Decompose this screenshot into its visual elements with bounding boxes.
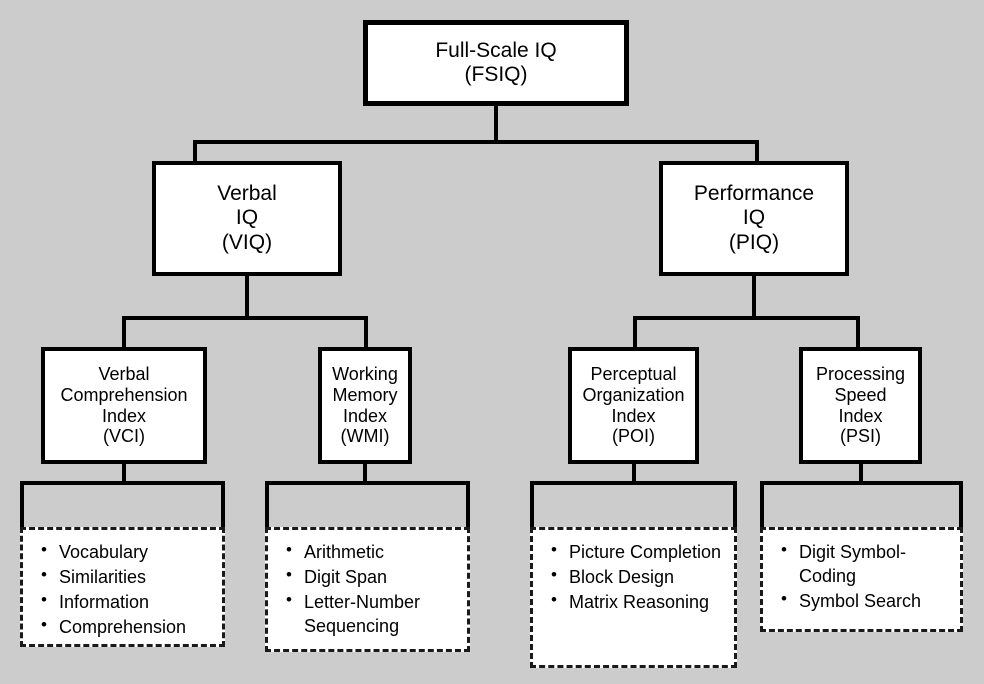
node-performance-iq-line2: IQ xyxy=(742,206,766,230)
subtest-list-psi: Digit Symbol-Coding Symbol Search xyxy=(760,527,963,632)
connector-poi-stem xyxy=(632,464,636,485)
node-vci-line4: (VCI) xyxy=(103,426,145,447)
connector-drop-vci xyxy=(122,316,126,349)
node-verbal-iq: Verbal IQ (VIQ) xyxy=(152,161,342,276)
node-verbal-iq-line2: IQ xyxy=(235,206,259,230)
subtest-list-vci-items: Vocabulary Similarities Information Comp… xyxy=(33,539,214,639)
connector-viq-bus xyxy=(122,316,368,320)
list-item: Information xyxy=(41,589,214,614)
node-vci-line3: Index xyxy=(101,405,147,426)
connector-drop-wmi xyxy=(364,316,368,349)
list-item: Arithmetic xyxy=(286,539,459,564)
node-psi-line1: Processing xyxy=(815,363,906,384)
node-processing-speed-index: Processing Speed Index (PSI) xyxy=(799,347,922,464)
node-performance-iq-line1: Performance xyxy=(693,181,815,205)
list-item: Letter-Number Sequencing xyxy=(286,589,459,638)
subtest-list-poi: Picture Completion Block Design Matrix R… xyxy=(530,527,737,668)
node-psi-line2: Speed xyxy=(834,384,887,405)
node-full-scale-iq: Full-Scale IQ (FSIQ) xyxy=(363,20,629,106)
node-poi-line2: Organization xyxy=(582,384,685,405)
node-psi-line3: Index xyxy=(838,405,883,426)
connector-piq-stem xyxy=(752,276,756,320)
node-vci-line2: Comprehension xyxy=(60,384,188,405)
list-item: Similarities xyxy=(41,564,214,589)
subtest-list-vci: Vocabulary Similarities Information Comp… xyxy=(20,527,225,647)
connector-wmi-stem xyxy=(363,464,367,485)
node-poi-line4: (POI) xyxy=(612,426,655,447)
node-performance-iq-line3: (PIQ) xyxy=(728,230,780,254)
node-poi-line3: Index xyxy=(611,405,656,426)
connector-psi-stem xyxy=(859,464,863,485)
connector-drop-poi xyxy=(633,316,637,349)
list-item: Symbol Search xyxy=(781,588,952,613)
connector-level2-bus xyxy=(193,140,759,144)
connector-vci-stem xyxy=(122,464,126,485)
node-working-memory-index: Working Memory Index (WMI) xyxy=(318,347,412,464)
subtest-list-psi-items: Digit Symbol-Coding Symbol Search xyxy=(773,539,952,613)
list-item: Block Design xyxy=(551,564,726,589)
subtest-list-poi-items: Picture Completion Block Design Matrix R… xyxy=(543,539,726,614)
bracket-poi xyxy=(530,481,737,527)
bracket-psi xyxy=(760,481,963,527)
list-item: Digit Symbol-Coding xyxy=(781,539,952,588)
node-wmi-line2: Memory xyxy=(332,384,398,405)
bracket-wmi xyxy=(265,481,470,527)
subtest-list-wmi-items: Arithmetic Digit Span Letter-Number Sequ… xyxy=(278,539,459,638)
subtest-list-wmi: Arithmetic Digit Span Letter-Number Sequ… xyxy=(265,527,470,652)
list-item: Comprehension xyxy=(41,614,214,639)
node-performance-iq: Performance IQ (PIQ) xyxy=(659,161,849,276)
connector-piq-bus xyxy=(633,316,860,320)
connector-viq-stem xyxy=(245,276,249,320)
node-poi-line1: Perceptual xyxy=(590,363,677,384)
connector-root-stem xyxy=(494,106,498,144)
bracket-vci xyxy=(20,481,225,527)
node-full-scale-iq-line2: (FSIQ) xyxy=(464,63,528,86)
list-item: Picture Completion xyxy=(551,539,726,564)
node-vci-line1: Verbal xyxy=(98,363,150,384)
connector-drop-psi xyxy=(856,316,860,349)
node-wmi-line1: Working xyxy=(332,363,398,384)
list-item: Matrix Reasoning xyxy=(551,589,726,614)
list-item: Digit Span xyxy=(286,564,459,589)
list-item: Vocabulary xyxy=(41,539,214,564)
node-perceptual-organization-index: Perceptual Organization Index (POI) xyxy=(568,347,699,464)
node-wmi-line3: Index xyxy=(342,405,388,426)
node-verbal-comprehension-index: Verbal Comprehension Index (VCI) xyxy=(41,347,207,464)
node-full-scale-iq-line1: Full-Scale IQ xyxy=(435,38,557,62)
node-wmi-line4: (WMI) xyxy=(340,426,390,447)
connector-drop-piq xyxy=(755,140,759,163)
node-verbal-iq-line1: Verbal xyxy=(217,181,277,205)
connector-drop-viq xyxy=(193,140,197,163)
node-verbal-iq-line3: (VIQ) xyxy=(221,230,273,254)
node-psi-line4: (PSI) xyxy=(839,426,881,447)
